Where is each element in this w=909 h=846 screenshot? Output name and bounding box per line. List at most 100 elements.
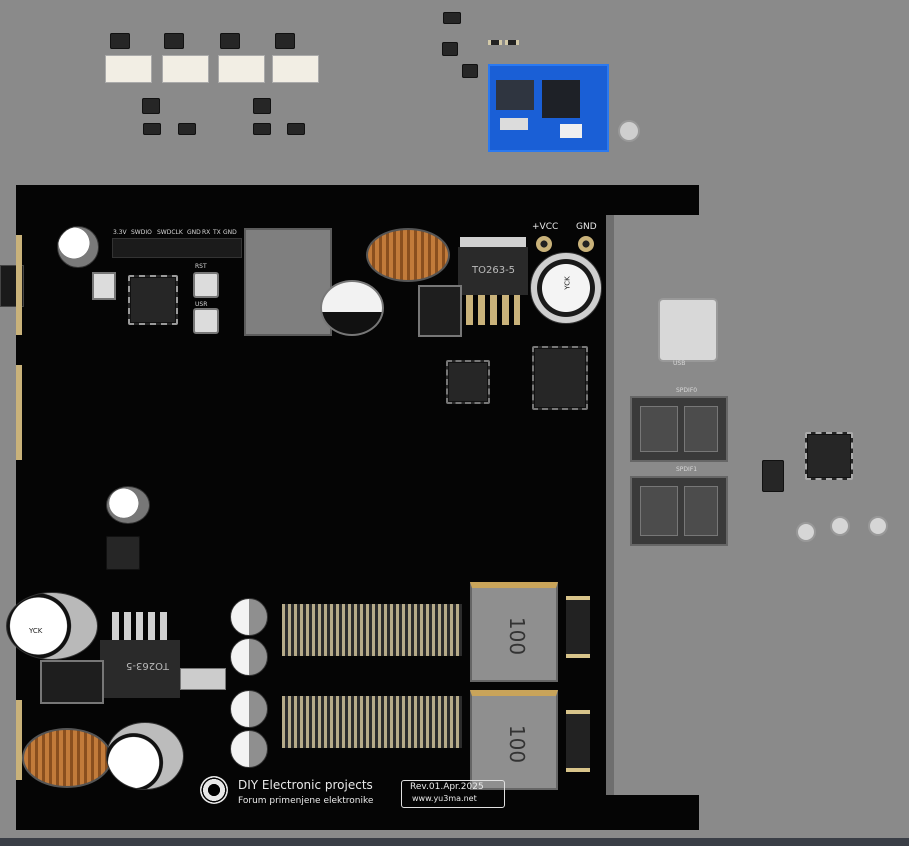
relay bbox=[218, 55, 265, 83]
pin-label: SWDIO bbox=[131, 229, 152, 236]
regulator-body bbox=[458, 247, 528, 295]
brand-title: DIY Electronic projects bbox=[238, 778, 373, 792]
electrolytic-capacitor bbox=[106, 486, 150, 524]
gear-logo-icon bbox=[200, 776, 228, 804]
output-inductor-bottom: 100 bbox=[470, 690, 558, 790]
capacitor-marking: YCK bbox=[29, 627, 43, 635]
smd-inductor bbox=[40, 660, 104, 704]
sot-chip bbox=[443, 12, 461, 24]
soic-chip bbox=[164, 33, 184, 49]
electrolytic-capacitor bbox=[230, 690, 268, 728]
user-button[interactable] bbox=[193, 308, 219, 334]
qfn-chip bbox=[446, 360, 490, 404]
qfp-chip bbox=[532, 346, 588, 410]
smd-capacitor bbox=[566, 710, 590, 772]
electrolytic-capacitor bbox=[320, 280, 384, 336]
electrolytic-capacitor: YCK bbox=[6, 592, 98, 660]
brand-subtitle: Forum primenjene elektronike bbox=[238, 796, 374, 806]
optical-port bbox=[640, 406, 678, 452]
antenna-connector bbox=[830, 516, 850, 536]
pin-label: TX bbox=[213, 229, 221, 236]
regulator-left: TO263-5 bbox=[100, 612, 180, 708]
capacitor-marking: YCK bbox=[563, 276, 572, 290]
resistor-array bbox=[282, 604, 462, 656]
mcu-chip bbox=[128, 275, 178, 325]
antenna-connector bbox=[868, 516, 888, 536]
optical-port bbox=[640, 486, 678, 536]
vcc-label: +VCC bbox=[532, 222, 559, 232]
antenna-connector bbox=[618, 120, 640, 142]
toroid-inductor bbox=[22, 728, 112, 788]
electrolytic-capacitor bbox=[230, 730, 268, 768]
soic-chip bbox=[220, 33, 240, 49]
optical-connector-1[interactable] bbox=[630, 396, 728, 462]
inductor-marking: 100 bbox=[505, 616, 530, 656]
electrolytic-capacitor bbox=[230, 598, 268, 636]
sot-chip bbox=[287, 123, 305, 135]
optical-connector-2-label: SPDIF1 bbox=[676, 466, 698, 473]
module-label bbox=[560, 124, 582, 138]
sot-chip bbox=[178, 123, 196, 135]
electrolytic-capacitor bbox=[230, 638, 268, 676]
inductor-marking: 100 bbox=[505, 724, 530, 764]
usb-connector[interactable] bbox=[658, 298, 718, 362]
electrolytic-capacitor bbox=[106, 722, 184, 790]
gnd-pad bbox=[578, 236, 594, 252]
regulator-marking: TO263-5 bbox=[126, 660, 170, 671]
connector-panel bbox=[606, 215, 614, 795]
viewport-bottom-bar bbox=[0, 838, 909, 846]
edge-pad bbox=[16, 235, 22, 335]
sot-chip bbox=[462, 64, 478, 78]
resistor-array bbox=[282, 696, 462, 748]
soic-chip bbox=[110, 33, 130, 49]
pin-label: 3.3V bbox=[113, 229, 127, 236]
sot-chip bbox=[442, 42, 458, 56]
reset-button[interactable] bbox=[193, 272, 219, 298]
qfp-chip bbox=[805, 432, 853, 480]
revision-text: Rev.01.Apr.2025 bbox=[410, 782, 484, 792]
regulator-leads bbox=[466, 295, 520, 325]
soic-chip bbox=[275, 33, 295, 49]
power-ic bbox=[106, 536, 140, 570]
sot-chip bbox=[253, 123, 271, 135]
revision-box bbox=[401, 780, 505, 808]
pin-label: SWDCLK bbox=[157, 229, 183, 236]
sot-chip bbox=[142, 98, 160, 114]
module-chip bbox=[496, 80, 534, 110]
reset-button-label: RST bbox=[195, 263, 207, 270]
sot-chip bbox=[253, 98, 271, 114]
regulator-body bbox=[100, 640, 180, 698]
debug-header-labels: 3.3V SWDIO SWDCLK GND RX TX GND bbox=[113, 229, 243, 238]
smd-resistor bbox=[488, 40, 502, 45]
regulator-top: TO263-5 bbox=[458, 237, 528, 327]
regulator-tab bbox=[460, 237, 526, 247]
tact-switch[interactable] bbox=[92, 272, 116, 300]
usb-label: USB bbox=[673, 360, 686, 367]
relay bbox=[105, 55, 152, 83]
pin-label: GND bbox=[187, 229, 201, 236]
pin-label: GND bbox=[223, 229, 237, 236]
optical-port bbox=[684, 486, 718, 536]
relay bbox=[272, 55, 319, 83]
optical-port bbox=[684, 406, 718, 452]
regulator-marking: TO263-5 bbox=[472, 265, 516, 276]
optical-connector-2[interactable] bbox=[630, 476, 728, 546]
edge-pad bbox=[16, 700, 22, 780]
vcc-pad bbox=[536, 236, 552, 252]
output-inductor-top: 100 bbox=[470, 582, 558, 682]
website-text: www.yu3ma.net bbox=[412, 794, 477, 803]
regulator-leads bbox=[112, 612, 168, 640]
gnd-label: GND bbox=[576, 222, 597, 232]
electrolytic-capacitor bbox=[57, 226, 99, 268]
electrolytic-capacitor: YCK bbox=[530, 252, 602, 324]
pin-label: RX bbox=[202, 229, 211, 236]
smd-capacitor bbox=[566, 596, 590, 658]
wireless-module bbox=[488, 64, 609, 152]
toroid-inductor bbox=[366, 228, 450, 282]
relay bbox=[162, 55, 209, 83]
optical-connector-1-label: SPDIF0 bbox=[676, 387, 698, 394]
edge-pad bbox=[16, 365, 22, 460]
transformer bbox=[244, 228, 332, 336]
user-button-label: USR bbox=[195, 301, 208, 308]
